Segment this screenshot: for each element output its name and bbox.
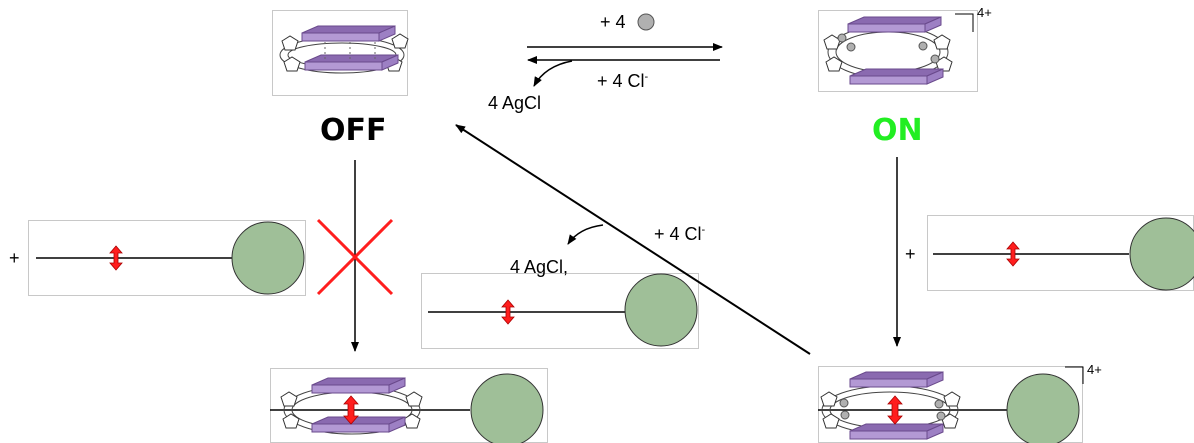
state-on-label: ON <box>872 113 923 148</box>
charge-bracket-on <box>955 13 974 32</box>
plus-right-label: + <box>905 244 916 264</box>
rotaxane-off-icon <box>270 373 544 443</box>
blocked-cross-stroke <box>316 218 394 296</box>
agcl-label-mid: 4 AgCl, <box>510 257 569 277</box>
axle-left-icon <box>36 221 305 295</box>
diagonal-return-arrow <box>455 124 811 355</box>
cage-on-icon <box>823 16 953 85</box>
silver-ion-icon <box>637 13 655 31</box>
plus-left-label: + <box>9 248 20 268</box>
agcl-release-arrow-top <box>533 60 573 87</box>
add-chloride-label-top: + 4 Cl- <box>597 71 649 91</box>
charge-bottom-label: 4+ <box>1087 362 1102 377</box>
axle-right-icon <box>933 217 1194 291</box>
add-silver-label: + 4 <box>600 12 626 32</box>
charge-bracket-bottom <box>1065 366 1084 384</box>
add-chloride-label-mid: + 4 Cl- <box>654 224 706 244</box>
charge-on-label: 4+ <box>977 5 992 20</box>
state-off-label: OFF <box>320 113 387 148</box>
rotaxane-on-icon <box>818 371 1080 443</box>
axle-center-icon <box>428 273 698 347</box>
cage-off-box <box>272 10 408 96</box>
agcl-label-top: 4 AgCl <box>488 93 542 113</box>
agcl-release-arrow-mid <box>567 224 604 245</box>
cage-off-icon <box>279 25 409 74</box>
